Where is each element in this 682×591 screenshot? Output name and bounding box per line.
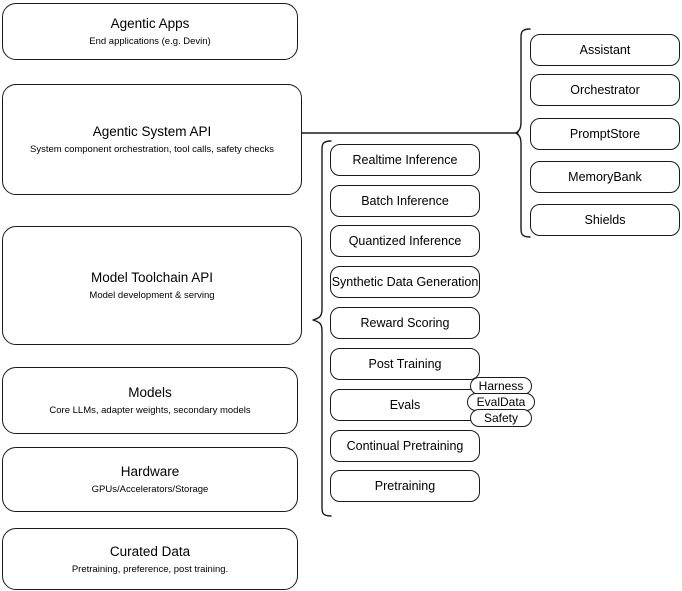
chip-evals[interactable]: Evals (330, 389, 480, 421)
chip-synthetic-data-generation[interactable]: Synthetic Data Generation (330, 266, 480, 298)
layer-subtitle: End applications (e.g. Devin) (89, 36, 211, 47)
chip-label: Assistant (579, 42, 631, 57)
chip-label: Reward Scoring (360, 315, 450, 330)
layer-title: Hardware (120, 464, 180, 479)
chip-label: Shields (584, 212, 626, 227)
chip-promptstore[interactable]: PromptStore (530, 118, 680, 150)
pill-label: Safety (483, 411, 519, 425)
chip-orchestrator[interactable]: Orchestrator (530, 74, 680, 106)
chip-label: MemoryBank (568, 169, 642, 184)
layer-subtitle: GPUs/Accelerators/Storage (91, 484, 209, 495)
layer-title: Model Toolchain API (90, 270, 214, 285)
chip-memorybank[interactable]: MemoryBank (530, 161, 680, 193)
layer-curated-data[interactable]: Curated Data Pretraining, preference, po… (2, 528, 298, 590)
chip-label: PromptStore (569, 126, 641, 141)
layer-title: Agentic Apps (110, 16, 190, 31)
chip-quantized-inference[interactable]: Quantized Inference (330, 225, 480, 257)
layer-hardware[interactable]: Hardware GPUs/Accelerators/Storage (2, 447, 298, 512)
chip-reward-scoring[interactable]: Reward Scoring (330, 307, 480, 339)
chip-batch-inference[interactable]: Batch Inference (330, 185, 480, 217)
brace-system-components (515, 28, 531, 238)
layer-title: Models (128, 385, 172, 400)
chip-label: Continual Pretraining (346, 438, 464, 453)
chip-continual-pretraining[interactable]: Continual Pretraining (330, 430, 480, 462)
layer-model-toolchain-api[interactable]: Model Toolchain API Model development & … (2, 226, 302, 345)
layer-agentic-apps[interactable]: Agentic Apps End applications (e.g. Devi… (2, 3, 298, 60)
chip-assistant[interactable]: Assistant (530, 34, 680, 66)
chip-label: Synthetic Data Generation (331, 274, 479, 289)
chip-label: Quantized Inference (348, 233, 462, 248)
chip-label: Orchestrator (570, 82, 640, 97)
layer-models[interactable]: Models Core LLMs, adapter weights, secon… (2, 367, 298, 434)
pill-safety[interactable]: Safety (470, 409, 532, 427)
layer-title: Agentic System API (92, 124, 212, 139)
chip-realtime-inference[interactable]: Realtime Inference (330, 144, 480, 176)
chip-label: Pretraining (374, 478, 436, 493)
chip-label: Batch Inference (361, 193, 449, 208)
chip-post-training[interactable]: Post Training (330, 348, 480, 380)
pill-label: EvalData (476, 395, 526, 409)
chip-label: Evals (389, 397, 421, 412)
layer-subtitle: Model development & serving (89, 290, 215, 301)
layer-title: Curated Data (109, 543, 191, 559)
chip-shields[interactable]: Shields (530, 204, 680, 236)
layer-agentic-system-api[interactable]: Agentic System API System component orch… (2, 84, 302, 195)
layer-subtitle: Core LLMs, adapter weights, secondary mo… (49, 405, 251, 416)
chip-pretraining[interactable]: Pretraining (330, 470, 480, 502)
layer-subtitle: System component orchestration, tool cal… (30, 144, 274, 155)
layer-subtitle: Pretraining, preference, post training. (71, 563, 229, 575)
chip-label: Realtime Inference (352, 152, 458, 167)
brace-toolchain-components (312, 140, 332, 517)
chip-label: Post Training (368, 356, 442, 371)
pill-label: Harness (478, 379, 524, 393)
